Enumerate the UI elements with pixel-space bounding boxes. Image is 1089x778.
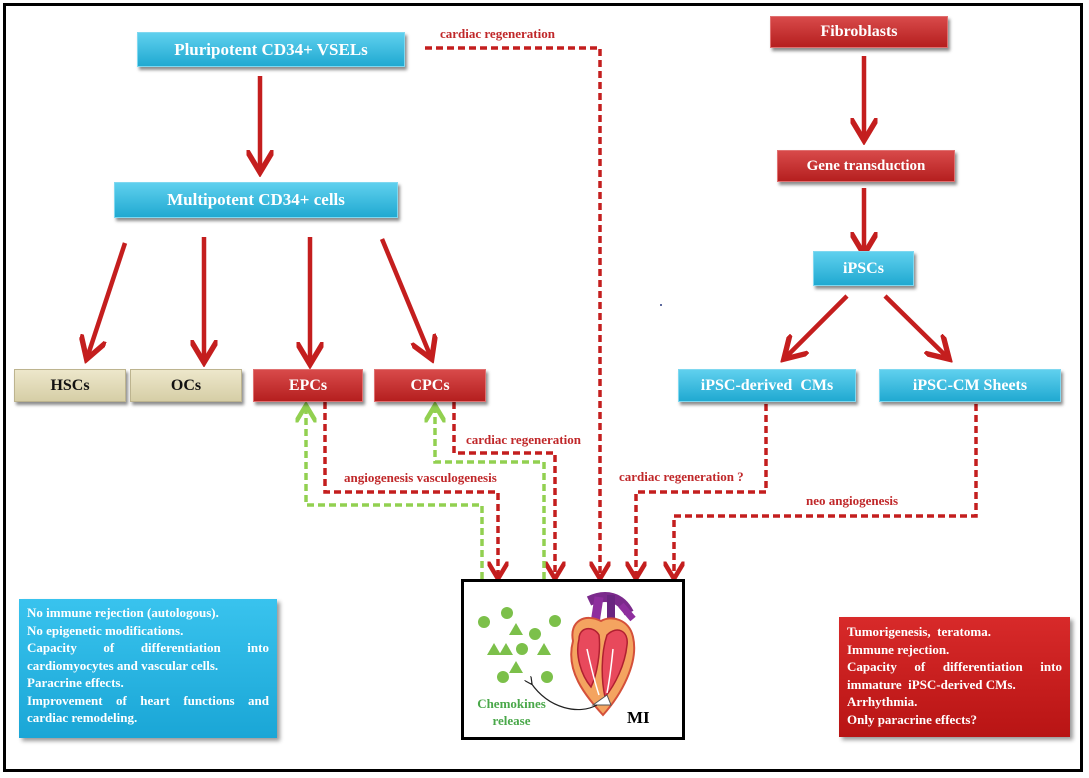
right-line-4: Arrhythmia. bbox=[847, 694, 918, 709]
left-word: of bbox=[116, 692, 127, 708]
box-epcs: EPCs bbox=[253, 369, 363, 402]
left-word: into bbox=[247, 640, 269, 655]
right-line-5: Only paracrine effects? bbox=[847, 711, 977, 727]
outer-frame bbox=[3, 3, 1083, 772]
left-word: Capacity bbox=[27, 640, 77, 655]
box-fibroblasts: Fibroblasts bbox=[770, 16, 948, 48]
left-word: of bbox=[103, 640, 115, 655]
left-word: functions bbox=[183, 692, 235, 708]
right-word: of bbox=[914, 659, 926, 674]
dashed-cpcs-to-mi bbox=[452, 402, 555, 576]
right-line-3: immature iPSC-derived CMs. bbox=[847, 676, 1016, 692]
dashed-green-mi-to-cpcs bbox=[435, 408, 546, 579]
mi-label: MI bbox=[627, 708, 650, 727]
left-line-1: No epigenetic modifications. bbox=[27, 622, 184, 638]
box-multipotent-cd34: Multipotent CD34+ cells bbox=[114, 182, 398, 218]
left-line-5: Improvement of heart functions and bbox=[27, 692, 269, 710]
right-line-0: Tumorigenesis, teratoma. bbox=[847, 624, 991, 639]
right-word: into bbox=[1040, 659, 1062, 674]
label-angiogenesis-vasculogenesis: angiogenesis vasculogenesis bbox=[344, 470, 497, 485]
left-word: Improvement bbox=[27, 692, 103, 708]
stray-dot bbox=[660, 304, 662, 306]
mi-panel: Chemokines release MI bbox=[461, 579, 685, 740]
box-ipsc-cm-sheets: iPSC-CM Sheets bbox=[879, 369, 1061, 402]
left-word: differentiation bbox=[140, 640, 221, 655]
box-ipscs: iPSCs bbox=[813, 251, 914, 286]
label-cardiac-regeneration-question: cardiac regeneration ? bbox=[619, 469, 744, 484]
label-cardiac-regeneration-cpc: cardiac regeneration bbox=[466, 432, 581, 447]
label-neo-angiogenesis: neo angiogenesis bbox=[806, 493, 899, 508]
heart-icon bbox=[531, 592, 636, 717]
arrow-to-cpcs bbox=[379, 238, 430, 355]
arrow-ipscs-to-sheets bbox=[883, 294, 946, 356]
box-ocs: OCs bbox=[130, 369, 242, 402]
chemokine-particles bbox=[478, 607, 561, 683]
chemokines-line2: release bbox=[492, 713, 531, 728]
right-line-2: Capacity of differentiation into bbox=[847, 658, 1062, 676]
dashed-vsels-to-mi bbox=[425, 46, 600, 576]
left-word: heart bbox=[140, 692, 170, 708]
left-line-4: Paracrine effects. bbox=[27, 675, 124, 690]
arrow-to-hscs bbox=[88, 242, 128, 355]
dashed-green-mi-to-epcs bbox=[306, 408, 484, 579]
dashed-epcs-to-mi bbox=[323, 402, 498, 576]
box-cpcs: CPCs bbox=[374, 369, 486, 402]
box-pluripotent-vsels: Pluripotent CD34+ VSELs bbox=[137, 32, 405, 67]
dashed-sheets-to-mi bbox=[674, 404, 978, 576]
panel-vsels-advantages: No immune rejection (autologous). No epi… bbox=[19, 599, 277, 738]
panel-ipsc-drawbacks: Tumorigenesis, teratoma. Immune rejectio… bbox=[839, 617, 1070, 737]
left-word: and bbox=[248, 692, 269, 708]
left-line-0: No immune rejection (autologous). bbox=[27, 605, 219, 620]
right-line-1: Immune rejection. bbox=[847, 641, 950, 657]
label-cardiac-regeneration-top: cardiac regeneration bbox=[440, 26, 555, 41]
dashed-cms-to-mi bbox=[636, 404, 768, 576]
mi-illustration bbox=[478, 592, 636, 717]
box-hscs: HSCs bbox=[14, 369, 126, 402]
chemokines-line1: Chemokines bbox=[477, 696, 546, 711]
left-line-6: cardiac remodeling. bbox=[27, 710, 138, 725]
box-gene-transduction: Gene transduction bbox=[777, 150, 955, 182]
left-line-3: cardiomyocytes and vascular cells. bbox=[27, 657, 219, 673]
box-ipsc-derived-cms: iPSC-derived CMs bbox=[678, 369, 856, 402]
arrow-ipscs-to-cms bbox=[787, 294, 849, 356]
right-word: differentiation bbox=[942, 659, 1023, 674]
chemokines-label: Chemokines release bbox=[464, 695, 559, 729]
left-line-2: Capacity of differentiation into bbox=[27, 639, 269, 657]
right-word: Capacity bbox=[847, 659, 897, 674]
